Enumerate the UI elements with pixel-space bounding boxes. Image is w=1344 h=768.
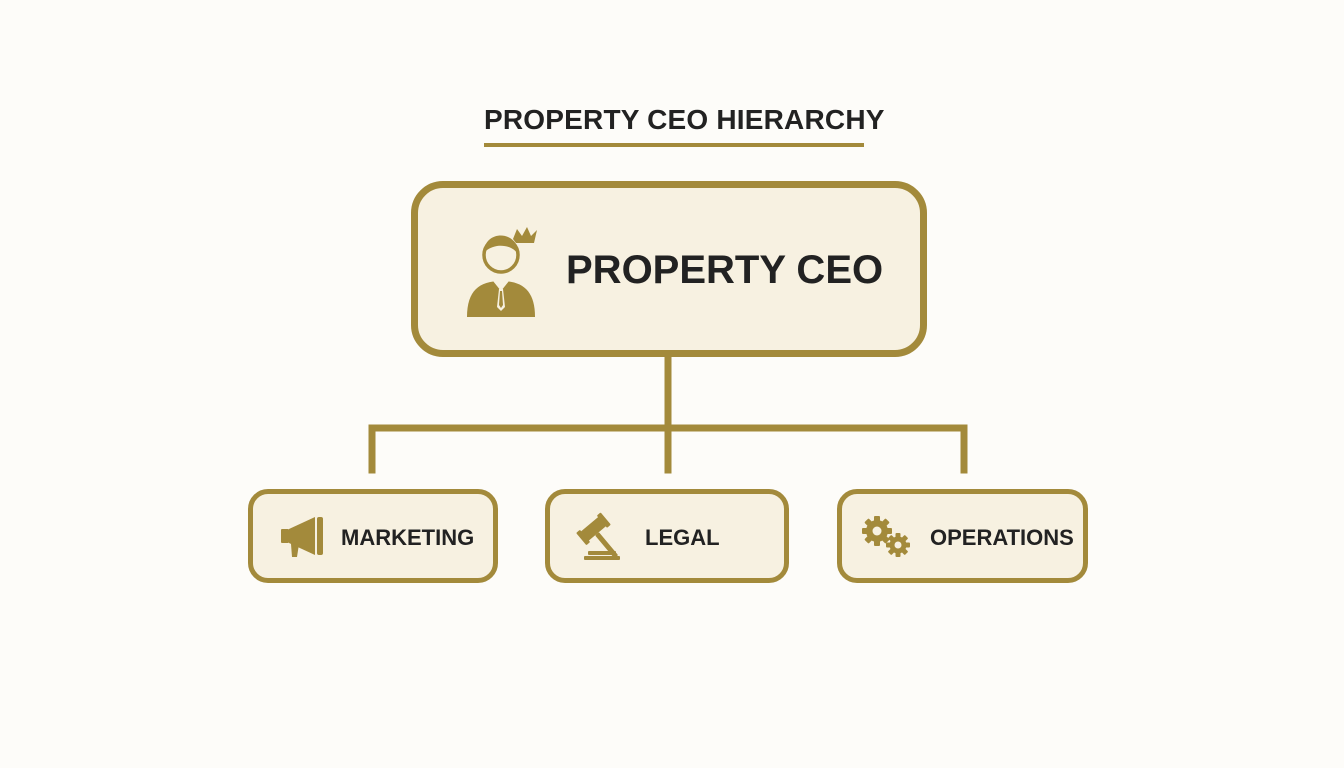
gears-icon <box>862 516 910 557</box>
gavel-icon <box>576 512 620 560</box>
node-label: MARKETING <box>341 525 475 550</box>
node-label: PROPERTY CEO <box>566 248 884 292</box>
megaphone-icon <box>281 517 323 557</box>
businessman-with-crown-icon <box>467 227 537 317</box>
diagram-title: PROPERTY CEO HIERARCHY <box>484 104 885 135</box>
node-marketing: MARKETING <box>248 489 498 583</box>
title-underline <box>484 143 864 147</box>
node-label: OPERATIONS <box>930 525 1074 550</box>
node-property-ceo: PROPERTY CEO <box>411 181 927 357</box>
node-legal: LEGAL <box>545 489 789 583</box>
node-label: LEGAL <box>645 525 720 550</box>
node-operations: OPERATIONS <box>837 489 1088 583</box>
